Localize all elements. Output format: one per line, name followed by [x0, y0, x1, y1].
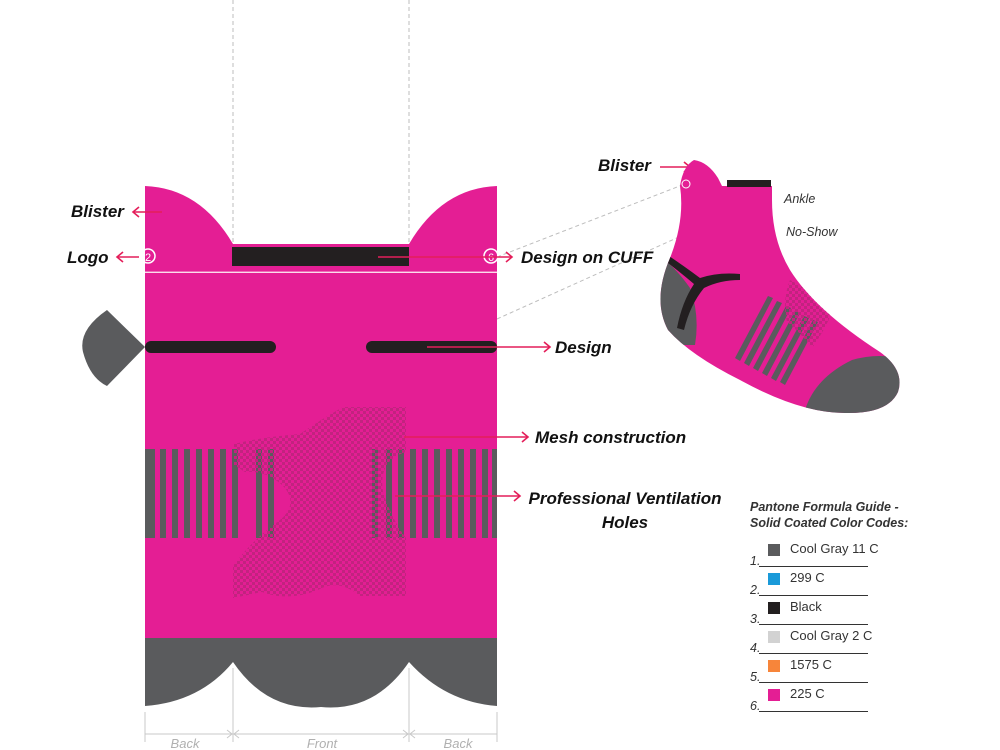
- legend-item-number: 1.: [750, 554, 761, 568]
- arrow-blister-left: [131, 206, 162, 218]
- sock-3d-design: [664, 254, 740, 330]
- legend-item-name: 1575 C: [790, 657, 832, 672]
- legend-item-name: 299 C: [790, 570, 825, 585]
- guide-line-top: [496, 181, 691, 258]
- guide-line-bottom: [496, 231, 691, 320]
- label-ankle: Ankle: [783, 192, 815, 206]
- legend-item: 1. Cool Gray 11 C: [750, 540, 990, 569]
- color-swatch: [768, 660, 780, 672]
- flat-sock-pattern: [82, 186, 497, 708]
- legend-item: 3. Black: [750, 598, 990, 627]
- label-mesh-construction: Mesh construction: [535, 428, 686, 447]
- logo-marker-number: 2: [145, 252, 151, 264]
- legend-item-number: 3.: [750, 612, 761, 626]
- arrow-ventilation: [395, 490, 522, 502]
- sock-3d-illustration: [660, 160, 900, 414]
- arrow-design: [427, 341, 552, 353]
- logo-marker: 2: [140, 248, 156, 264]
- legend-item: 4. Cool Gray 2 C: [750, 627, 990, 656]
- mesh-panel: [233, 407, 406, 598]
- sock-3d-cuff-stripe: [727, 180, 771, 187]
- legend-item: 6. 225 C: [750, 685, 990, 714]
- label-blister-right: Blister: [598, 156, 652, 175]
- sock-3d-toe: [800, 356, 900, 414]
- label-logo: Logo: [67, 248, 109, 267]
- color-swatch: [768, 544, 780, 556]
- legend-item-name: 225 C: [790, 686, 825, 701]
- color-swatch: [768, 602, 780, 614]
- color-swatch: [768, 689, 780, 701]
- legend-title-line1: Pantone Formula Guide -: [750, 500, 899, 514]
- label-blister-left: Blister: [71, 202, 125, 221]
- pantone-legend: Pantone Formula Guide - Solid Coated Col…: [750, 499, 990, 714]
- cuff-design-marker: 6: [483, 248, 499, 264]
- legend-item-number: 4.: [750, 641, 761, 655]
- arrow-logo: [115, 251, 139, 263]
- legend-item: 2. 299 C: [750, 569, 990, 598]
- legend-title-line2: Solid Coated Color Codes:: [750, 516, 909, 530]
- label-design-on-cuff: Design on CUFF: [521, 248, 654, 267]
- sock-3d-marker: [681, 179, 691, 189]
- legend-item-name: Cool Gray 2 C: [790, 628, 873, 643]
- dimension-markers: [144, 668, 498, 742]
- arrow-mesh: [404, 431, 530, 443]
- dimension-label-front: Front: [307, 736, 339, 750]
- toe-section: [145, 638, 497, 708]
- legend-item-number: 5.: [750, 670, 761, 684]
- legend-underline: [759, 566, 868, 567]
- legend-underline: [759, 595, 868, 596]
- dimension-label-back-right: Back: [444, 736, 474, 750]
- label-ventilation-line1: Professional Ventilation: [528, 489, 721, 508]
- label-no-show: No-Show: [786, 225, 838, 239]
- legend-item-number: 2.: [750, 583, 761, 597]
- legend-item-name: Cool Gray 11 C: [790, 541, 879, 556]
- design-stripe-left: [145, 341, 276, 353]
- arrow-design-on-cuff: [378, 251, 514, 263]
- color-swatch: [768, 631, 780, 643]
- label-ventilation-line2: Holes: [602, 513, 648, 532]
- legend-underline: [759, 624, 868, 625]
- legend-underline: [759, 711, 868, 712]
- color-swatch: [768, 573, 780, 585]
- legend-underline: [759, 653, 868, 654]
- legend-underline: [759, 682, 868, 683]
- cuff-design-bar: [232, 247, 409, 266]
- dimension-label-back-left: Back: [171, 736, 201, 750]
- sock-3d-body: [660, 160, 900, 414]
- legend-item-number: 6.: [750, 699, 761, 713]
- label-design: Design: [555, 338, 612, 357]
- guide-lines: [232, 0, 691, 320]
- legend-item: 5. 1575 C: [750, 656, 990, 685]
- sock-3d-mesh: [785, 280, 832, 348]
- side-wing: [82, 310, 145, 386]
- cuff-design-marker-number: 6: [488, 252, 494, 264]
- legend-item-name: Black: [790, 599, 822, 614]
